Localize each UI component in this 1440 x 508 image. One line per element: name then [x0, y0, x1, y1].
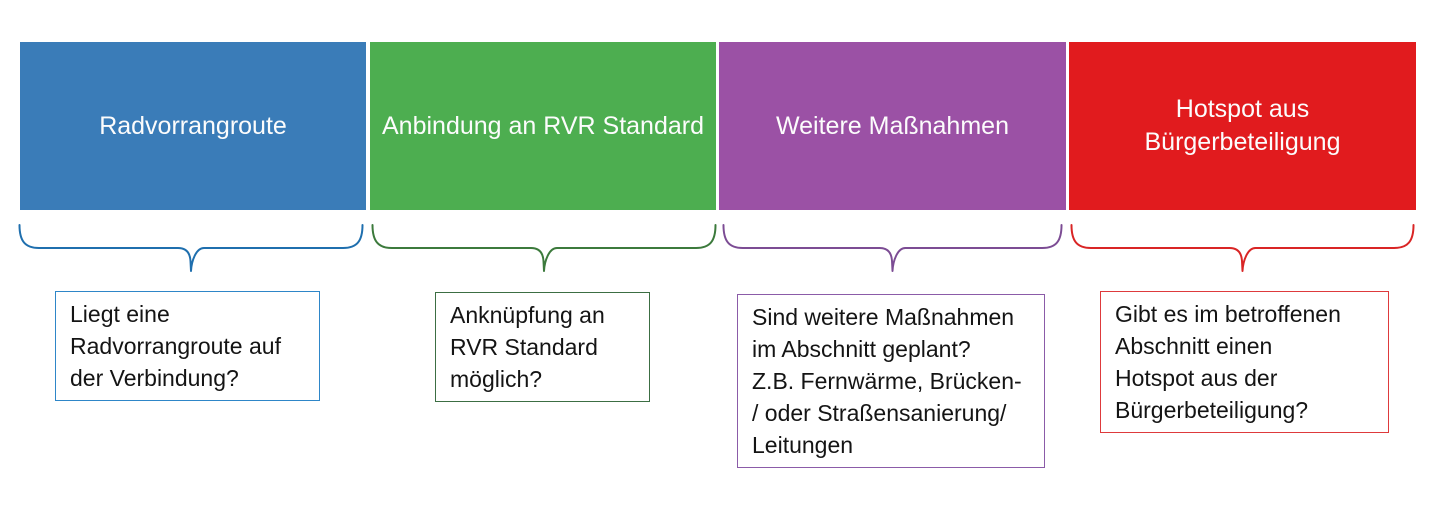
- question-box-hotspot-buergerbeteiligung: Gibt es im betroffenen Abschnitt einen H…: [1100, 291, 1389, 433]
- brace-icon-anbindung-rvr: [371, 224, 717, 272]
- question-box-anbindung-rvr: Anknüpfung an RVR Standard möglich?: [435, 292, 650, 402]
- header-box-hotspot-buergerbeteiligung: Hotspot aus Bürgerbeteiligung: [1069, 42, 1416, 210]
- brace-path: [18, 224, 364, 272]
- brace-path: [371, 224, 717, 272]
- brace-icon-hotspot-buergerbeteiligung: [1070, 224, 1415, 272]
- question-box-weitere-massnahmen: Sind weitere Maßnahmen im Abschnitt gepl…: [737, 294, 1045, 468]
- brace-path: [722, 224, 1063, 272]
- brace-icon-weitere-massnahmen: [722, 224, 1063, 272]
- brace-path: [1070, 224, 1415, 272]
- header-box-weitere-massnahmen: Weitere Maßnahmen: [719, 42, 1066, 210]
- header-box-anbindung-rvr: Anbindung an RVR Standard: [370, 42, 716, 210]
- question-box-radvorrangroute: Liegt eine Radvorrangroute auf der Verbi…: [55, 291, 320, 401]
- header-box-radvorrangroute: Radvorrangroute: [20, 42, 366, 210]
- brace-icon-radvorrangroute: [18, 224, 364, 272]
